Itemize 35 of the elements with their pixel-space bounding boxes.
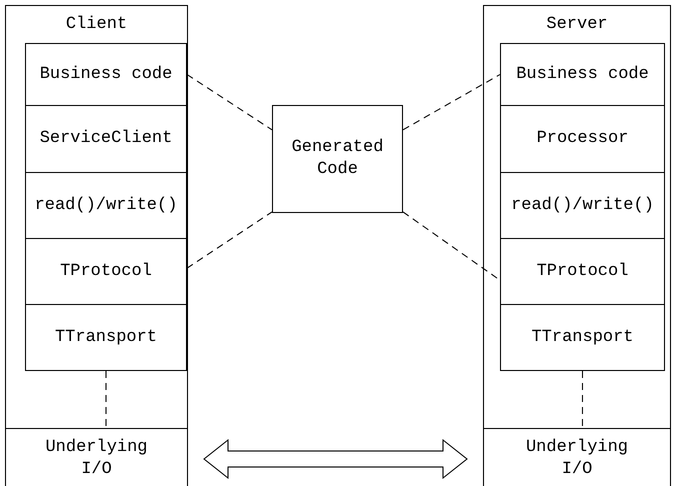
label: Business code xyxy=(516,64,649,86)
layer-box xyxy=(25,304,187,371)
module-box xyxy=(272,105,403,213)
container-box xyxy=(5,5,188,486)
layer-box xyxy=(500,105,665,173)
label: read()/write() xyxy=(511,194,654,216)
layer-box xyxy=(500,238,665,305)
label: ServiceClient xyxy=(40,128,172,150)
layer-box xyxy=(25,105,187,173)
label: TProtocol xyxy=(536,260,628,282)
label: Business code xyxy=(40,64,172,86)
label: read()/write() xyxy=(34,194,178,216)
label: Underlying I/O xyxy=(44,437,149,481)
layer-box xyxy=(25,238,187,305)
label: Processor xyxy=(536,128,628,150)
layer-box xyxy=(25,43,187,106)
connector-line xyxy=(402,74,500,130)
layer-box xyxy=(500,172,665,239)
label: TTransport xyxy=(54,326,158,348)
label: Underlying I/O xyxy=(524,437,630,481)
heading: Client xyxy=(66,14,128,36)
layer-box xyxy=(25,172,187,239)
connector-line xyxy=(186,74,272,130)
layer-box xyxy=(500,43,665,106)
label: TTransport xyxy=(531,326,634,348)
container-box xyxy=(483,5,671,486)
connector-line xyxy=(186,211,272,269)
label: Generated Code xyxy=(290,137,384,181)
connector-line xyxy=(582,370,583,428)
connector-line xyxy=(402,211,500,281)
label: TProtocol xyxy=(60,260,152,282)
heading: Server xyxy=(546,14,608,36)
layer-box xyxy=(500,304,665,371)
connector-line xyxy=(106,370,107,428)
double-arrow xyxy=(203,438,468,480)
